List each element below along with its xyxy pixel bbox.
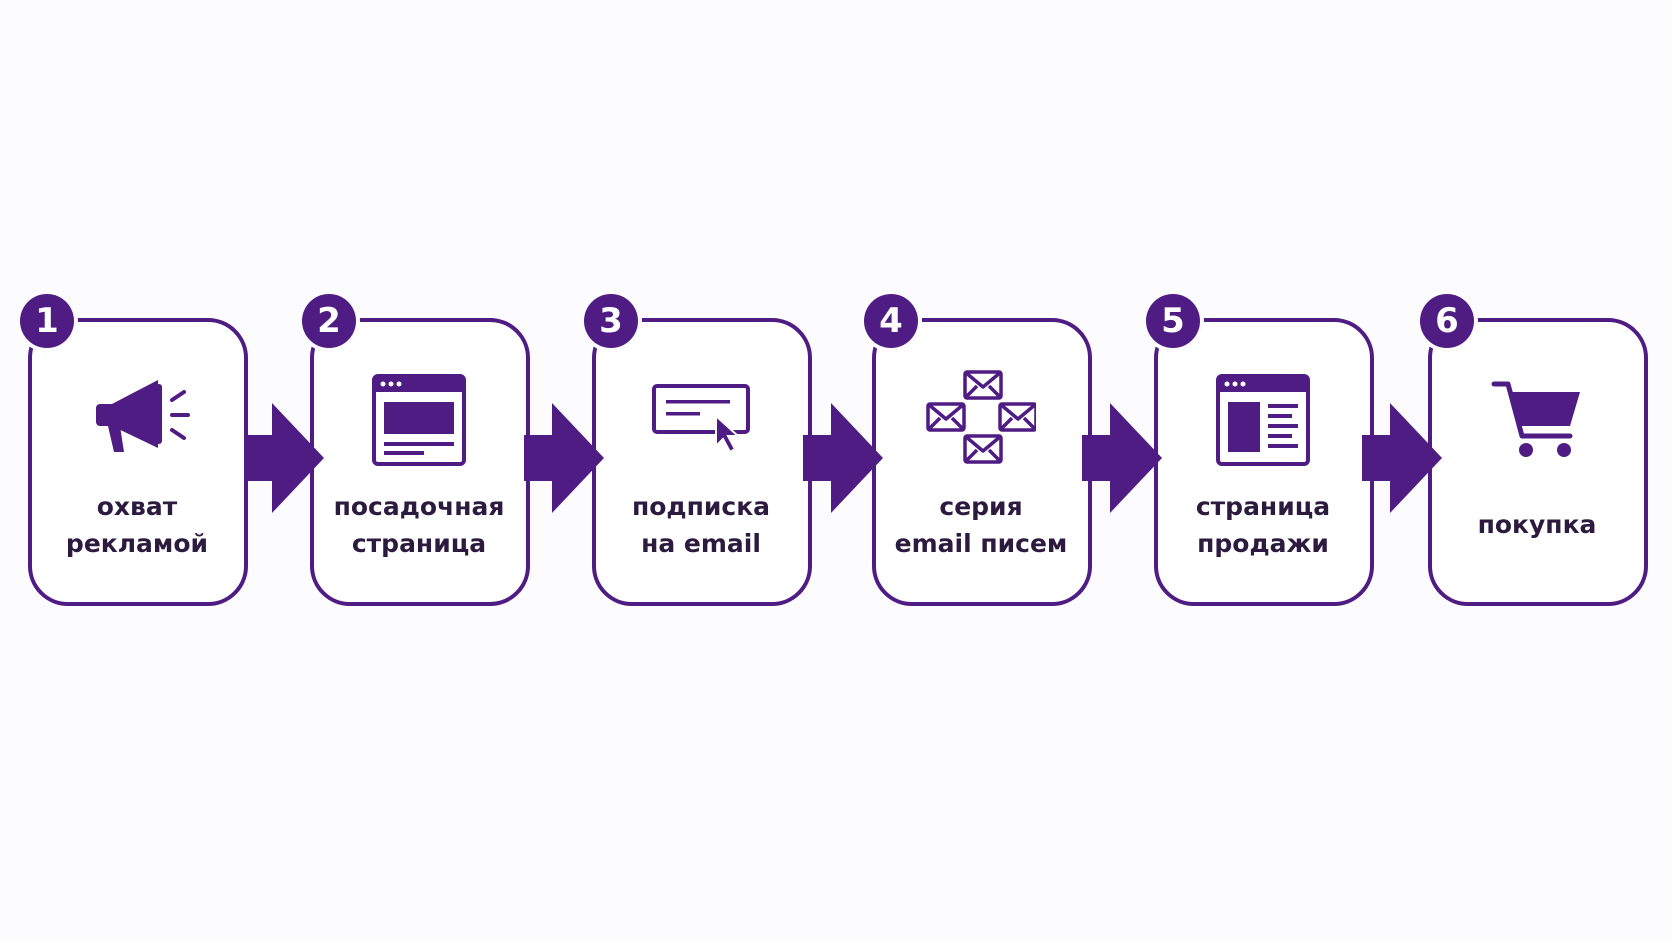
step-number-badge: 6 (1420, 294, 1474, 348)
flow-arrow (1362, 403, 1442, 513)
step-4: 4 (864, 294, 1092, 606)
step-card (28, 318, 248, 606)
flow-arrow (1082, 403, 1162, 513)
step-label: посадочная страница (333, 492, 505, 558)
email-series-icon (926, 370, 1036, 470)
step-label: страница продажи (1195, 492, 1331, 558)
subscribe-form-icon (646, 370, 756, 470)
step-number-badge: 5 (1146, 294, 1200, 348)
flow-arrow (524, 403, 604, 513)
step-label: серия email писем (894, 492, 1068, 558)
step-number-badge: 1 (20, 294, 74, 348)
step-3: 3 подписка на email (584, 294, 812, 606)
step-label: подписка на email (631, 492, 771, 558)
step-label: покупка (1477, 510, 1597, 539)
step-card (592, 318, 812, 606)
step-6: 6 покупка (1420, 294, 1648, 606)
step-number-badge: 3 (584, 294, 638, 348)
step-number-badge: 2 (302, 294, 356, 348)
landing-page-icon (364, 370, 474, 470)
sales-page-icon (1208, 370, 1318, 470)
shopping-cart-icon (1482, 370, 1592, 470)
step-2: 2 посадочная страница (302, 294, 530, 606)
step-number-badge: 4 (864, 294, 918, 348)
step-1: 1 охват рекламой (20, 294, 248, 606)
step-5: 5 страница продажи (1146, 294, 1374, 606)
flow-arrow (803, 403, 883, 513)
megaphone-icon (82, 370, 192, 470)
flow-arrow (244, 403, 324, 513)
step-label: охват рекламой (65, 492, 209, 558)
